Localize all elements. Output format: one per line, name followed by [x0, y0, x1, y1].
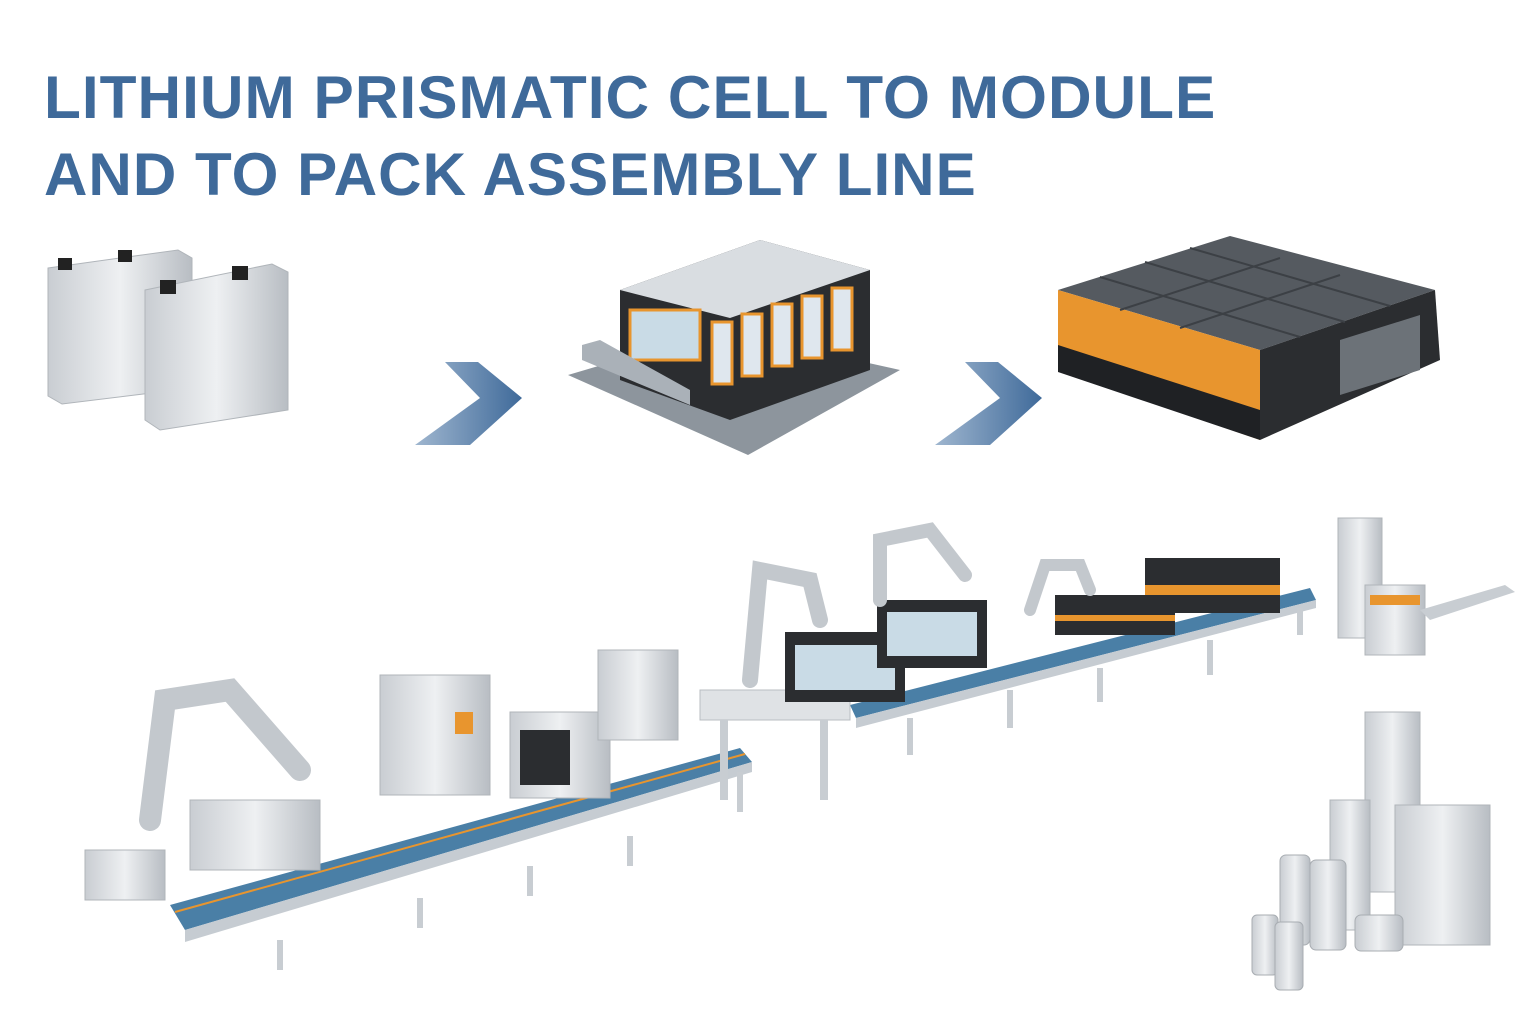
- title-line-1: LITHIUM PRISMATIC CELL TO MODULE: [44, 64, 1217, 131]
- assembly-line: [84, 517, 1515, 970]
- arrow-icon: [415, 362, 522, 445]
- prismatic-cells: [47, 249, 289, 431]
- arrow-icon: [935, 362, 1042, 445]
- battery-module: [568, 240, 900, 455]
- cylindrical-cells: [1251, 711, 1491, 991]
- battery-pack: [1058, 236, 1440, 440]
- robot-arm-icon: [139, 522, 1096, 831]
- title-line-2: AND TO PACK ASSEMBLY LINE: [44, 141, 977, 208]
